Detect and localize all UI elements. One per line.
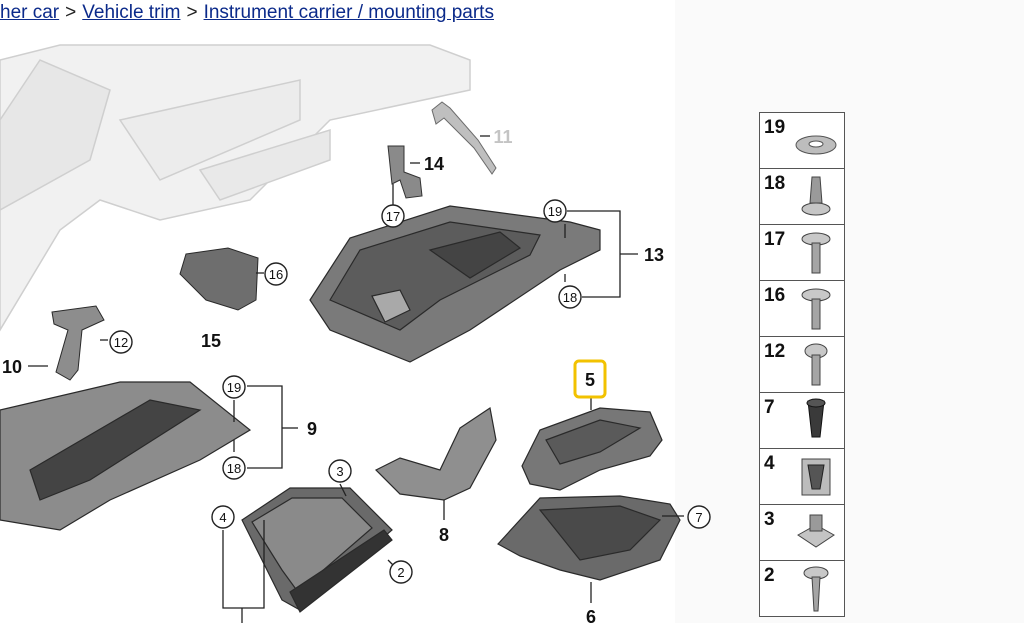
callout-18-left: 18 bbox=[227, 461, 241, 476]
part-9-knee-carrier bbox=[0, 381, 252, 531]
part-number: 12 bbox=[764, 341, 786, 362]
rubber-buffer-icon bbox=[806, 398, 826, 438]
callout-19-left: 19 bbox=[227, 380, 241, 395]
callout-14: 14 bbox=[424, 154, 444, 174]
expanding-rivet-icon bbox=[801, 176, 831, 216]
part-number: 4 bbox=[764, 453, 775, 474]
part-10-bracket bbox=[51, 305, 105, 381]
part-14-bracket bbox=[387, 145, 423, 199]
callout-16: 16 bbox=[269, 267, 283, 282]
parts-table-row[interactable]: 18 bbox=[760, 169, 844, 225]
callout-3: 3 bbox=[336, 464, 343, 479]
callout-5: 5 bbox=[585, 370, 595, 390]
parts-table: 19 18 17 16 12 7 bbox=[759, 112, 845, 617]
breadcrumb: her car>Vehicle trim>Instrument carrier … bbox=[0, 2, 494, 24]
callout-12: 12 bbox=[114, 335, 128, 350]
washer-icon bbox=[795, 135, 837, 155]
screw-icon bbox=[801, 232, 831, 274]
part-5-upper-column-cover bbox=[521, 407, 663, 491]
part-15-bracket bbox=[179, 247, 259, 311]
sheet-metal-screw-icon bbox=[803, 566, 829, 612]
callout-9: 9 bbox=[307, 419, 317, 439]
part-number: 18 bbox=[764, 173, 786, 194]
part-number: 3 bbox=[764, 509, 775, 530]
screw-icon bbox=[801, 288, 831, 330]
callout-6: 6 bbox=[586, 607, 596, 623]
callout-13: 13 bbox=[644, 245, 664, 265]
parts-table-row[interactable]: 16 bbox=[760, 281, 844, 337]
parts-table-row[interactable]: 19 bbox=[760, 113, 844, 169]
parts-table-row[interactable]: 2 bbox=[760, 561, 844, 617]
breadcrumb-link-vehicle-trim[interactable]: Vehicle trim bbox=[82, 2, 181, 23]
part-13-instrument-carrier bbox=[309, 205, 601, 363]
part-number: 19 bbox=[764, 117, 786, 138]
screw-icon bbox=[804, 343, 828, 386]
parts-table-row[interactable]: 12 bbox=[760, 337, 844, 393]
breadcrumb-separator: > bbox=[186, 2, 198, 23]
callout-4: 4 bbox=[219, 510, 226, 525]
callout-5-highlight-box bbox=[573, 359, 607, 399]
dashboard-outline bbox=[0, 44, 471, 332]
parts-table-row[interactable]: 4 bbox=[760, 449, 844, 505]
part-number: 16 bbox=[764, 285, 786, 306]
breadcrumb-link-instrument-carrier[interactable]: Instrument carrier / mounting parts bbox=[203, 2, 494, 23]
callout-8: 8 bbox=[439, 525, 449, 545]
callout-18-top: 18 bbox=[563, 290, 577, 305]
spring-nut-icon bbox=[797, 514, 835, 548]
breadcrumb-separator: > bbox=[65, 2, 77, 23]
leader-lines bbox=[28, 135, 684, 623]
callout-circles bbox=[109, 199, 711, 584]
callout-17: 17 bbox=[386, 209, 400, 224]
callout-labels: 11 14 17 19 13 18 16 15 12 10 19 9 18 3 … bbox=[2, 127, 703, 623]
callout-10: 10 bbox=[2, 357, 22, 377]
callout-2: 2 bbox=[397, 565, 404, 580]
part-number: 7 bbox=[764, 397, 775, 418]
part-11-bracket bbox=[431, 101, 497, 175]
breadcrumb-link-car[interactable]: her car bbox=[0, 2, 60, 23]
parts-table-row[interactable]: 17 bbox=[760, 225, 844, 281]
callout-7: 7 bbox=[695, 510, 702, 525]
parts-table-row[interactable]: 7 bbox=[760, 393, 844, 449]
clip-nut-icon bbox=[801, 458, 831, 496]
part-number: 17 bbox=[764, 229, 786, 250]
part-8-trim-panel bbox=[374, 406, 497, 501]
callout-19-top: 19 bbox=[548, 204, 562, 219]
part-4-glove-box bbox=[241, 487, 393, 613]
parts-table-row[interactable]: 3 bbox=[760, 505, 844, 561]
part-number: 2 bbox=[764, 565, 775, 586]
part-6-lower-column-cover bbox=[497, 495, 681, 581]
callout-15: 15 bbox=[201, 331, 221, 351]
parts-table-background bbox=[675, 0, 1024, 623]
callout-11: 11 bbox=[493, 127, 512, 147]
